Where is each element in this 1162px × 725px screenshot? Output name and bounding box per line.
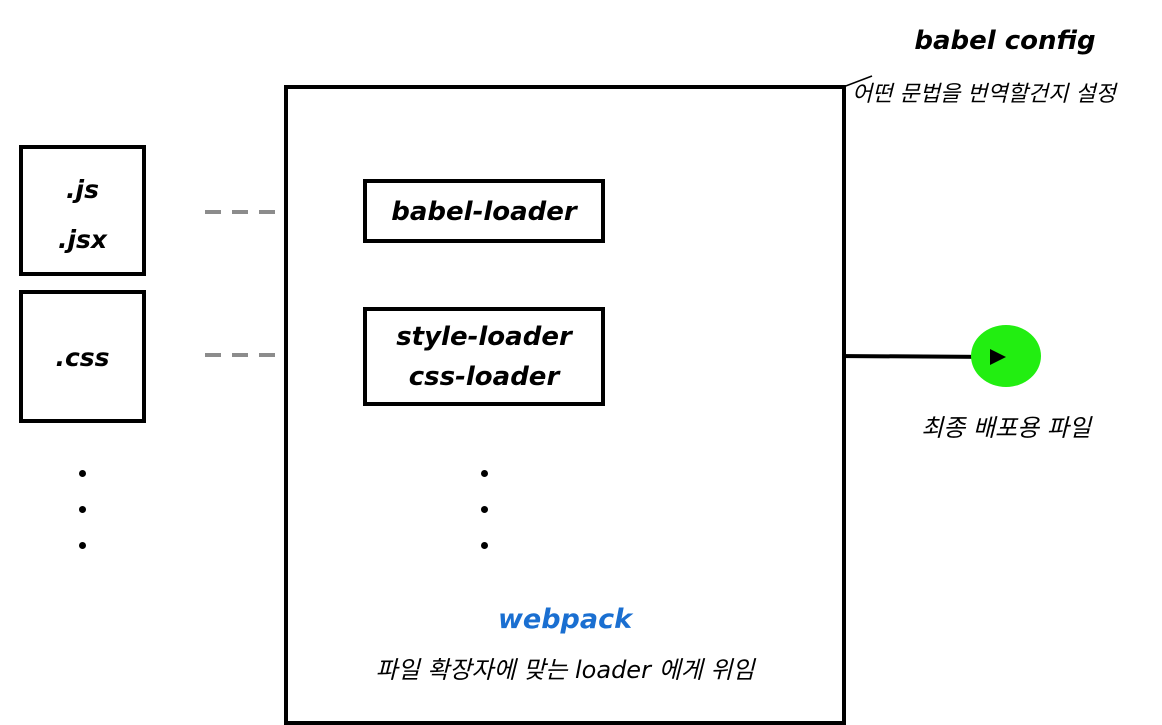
style-loader-label: style-loader: [396, 322, 572, 352]
babel-loader-label: babel-loader: [391, 197, 577, 227]
js-ext-label: .js: [66, 175, 99, 204]
output-arrowhead: [990, 349, 1006, 365]
babel-config-caption: 어떤 문법을 번역할건지 설정: [852, 82, 1116, 107]
css-file-box: .css: [19, 290, 146, 423]
jsx-ext-label: .jsx: [57, 225, 108, 254]
style-css-loader-box: style-loader css-loader: [363, 307, 605, 406]
final-file-caption: 최종 배포용 파일: [921, 414, 1091, 442]
webpack-caption: 파일 확장자에 맞는 loader 에게 위임: [375, 656, 755, 684]
css-ext-label: .css: [55, 343, 110, 372]
webpack-title: webpack: [497, 604, 633, 635]
js-file-box: .js .jsx: [19, 145, 146, 276]
babel-loader-box: babel-loader: [363, 179, 605, 243]
final-file-circle: [971, 325, 1041, 387]
css-loader-label: css-loader: [408, 362, 560, 392]
babel-config-title: babel config: [914, 26, 1096, 56]
